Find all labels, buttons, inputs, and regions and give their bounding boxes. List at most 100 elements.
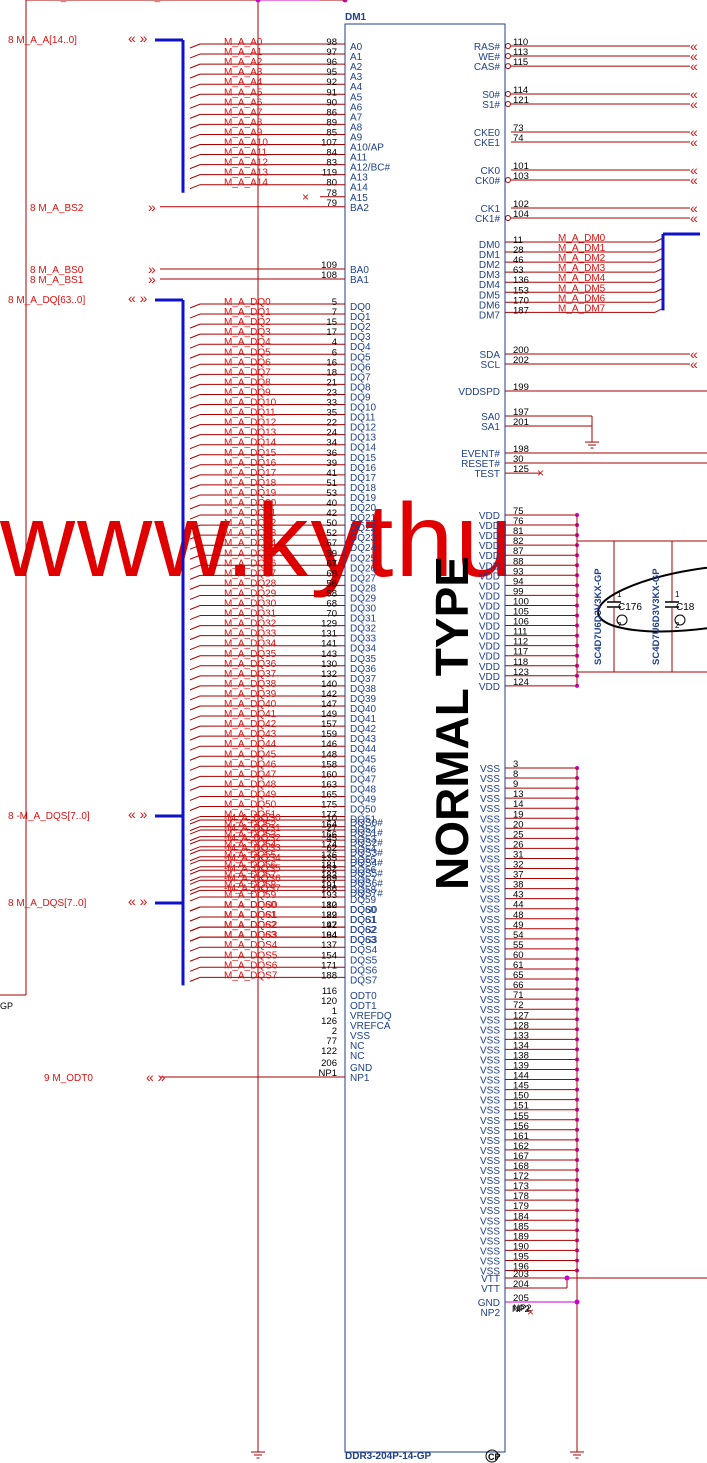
pin-name: A7 [350,112,363,123]
pin-number: 35 [326,408,337,419]
pin-name: DQ14 [350,443,377,454]
net-label: M_A_DQ44 [224,739,277,750]
net-label: M_A_DQ20 [224,498,277,509]
off-page-connector: « [690,96,698,112]
pin-number: 70 [326,609,337,620]
pin-name: DQ50 [350,805,377,816]
pin-number: 36 [326,448,337,459]
net-label: M_A_DQ30 [224,599,277,610]
bus-entry [189,625,201,631]
pin-name: DQ59 [350,895,377,906]
bus-entry [189,113,201,119]
net-label: M_A_A14 [224,178,268,189]
bus-entry [189,373,201,379]
off-page-connector: « [690,48,698,64]
pin-number: 176 [321,850,337,861]
pin-number: 76 [513,516,524,527]
np2-mark: NP2 [512,1304,530,1314]
pin-number: 39 [326,458,337,469]
net-label: M_A_A9 [224,127,263,138]
bus-entry [189,889,201,895]
pin-name: DQ5 [350,352,371,363]
pin-number: 89 [326,117,337,128]
ref-designator: DM1 [345,12,367,23]
net-label: M_A_DQS5 [224,950,278,961]
pin-name: DQ28 [350,583,377,594]
net-label: -M_A_DQS5 [224,863,281,874]
cap-pin: 1 [675,590,680,599]
pin-name: VSS [480,1146,500,1157]
pin-number: 183 [321,870,337,881]
pin-number: 93 [513,566,524,577]
pin-number: 187 [513,305,529,316]
pin-name: VDD [479,511,500,522]
pin-name: DM2 [479,260,501,271]
pin-name: DM6 [479,300,501,311]
bus-entry [189,343,201,349]
pin-number: 118 [513,657,528,668]
net-label: M_A_DQ5 [224,347,271,358]
off-page-connector: « [690,134,698,150]
bus-entry [189,43,201,49]
dm-net-label: M_A_DM3 [558,263,606,274]
pin-name: RESET# [461,459,500,470]
bus-entry [189,735,201,741]
pin-name: GND [350,1063,372,1074]
net-label: M_A_DQ22 [224,518,277,529]
pin-number: 178 [513,1191,529,1202]
pin-number: 203 [513,1269,529,1280]
bus-entry [189,534,201,540]
pin-name: VSS [480,1066,500,1077]
net-label: M_A_A12 [224,158,268,169]
net-label: M_A_DQ61 [224,910,277,921]
net-label: -M_A_DQS2 [224,833,281,844]
pin-name: SA1 [481,422,500,433]
bus-entry [189,123,201,129]
pin-number: 100 [513,596,529,607]
net-label: M_A_DQ47 [224,769,277,780]
pin-number: 197 [513,407,529,418]
pin-name: RAS# [474,42,501,53]
inversion-bubble [505,63,511,70]
off-page-connector: « [690,200,698,216]
dm-net-label: M_A_DM6 [558,293,606,304]
pin-number: 111 [513,627,527,638]
pin-number: 9 [513,779,518,790]
pin-number: 61 [513,960,524,971]
pin-name: VSS [480,1206,500,1217]
bus-entry [189,313,201,319]
pin-name: CKE1 [474,138,501,149]
pin-number: 129 [321,619,337,630]
pin-name: VSS [480,1176,500,1187]
pin-number: 162 [513,1141,529,1152]
junction-dot [564,1275,570,1281]
pin-number: 32 [513,860,524,871]
net-label: M_A_DQS3 [224,930,278,941]
bus-entry [189,615,201,621]
pin-name: DQ52 [350,825,377,836]
pin-number: 74 [513,133,524,144]
pin-name: BA1 [350,275,369,286]
pin-number: 130 [321,659,337,670]
pin-number: 127 [513,1010,529,1021]
pin-number: 148 [321,749,337,760]
pin-number: 179 [513,1201,529,1212]
bus-entry [189,83,201,89]
off-page-connector: « » [128,30,148,46]
pin-name: NC [350,1041,364,1052]
pin-name: DQ48 [350,784,377,795]
off-page-connector: » [148,199,156,215]
pin-number: 49 [513,920,524,931]
pin-name: VDD [479,541,500,552]
net-label: M_A_A0 [224,37,263,48]
pin-number: 18 [326,367,337,378]
net-label: M_A_DQ50 [224,800,277,811]
pin-name: DQS0# [350,818,383,829]
pin-number: 110 [513,37,528,48]
net-label: M_A_DQ18 [224,478,277,489]
dm-net-label: M_A_DM4 [558,273,606,284]
pin-number: 106 [513,617,529,628]
pin-name: VSS [480,764,500,775]
pin-number: 25 [513,829,524,840]
